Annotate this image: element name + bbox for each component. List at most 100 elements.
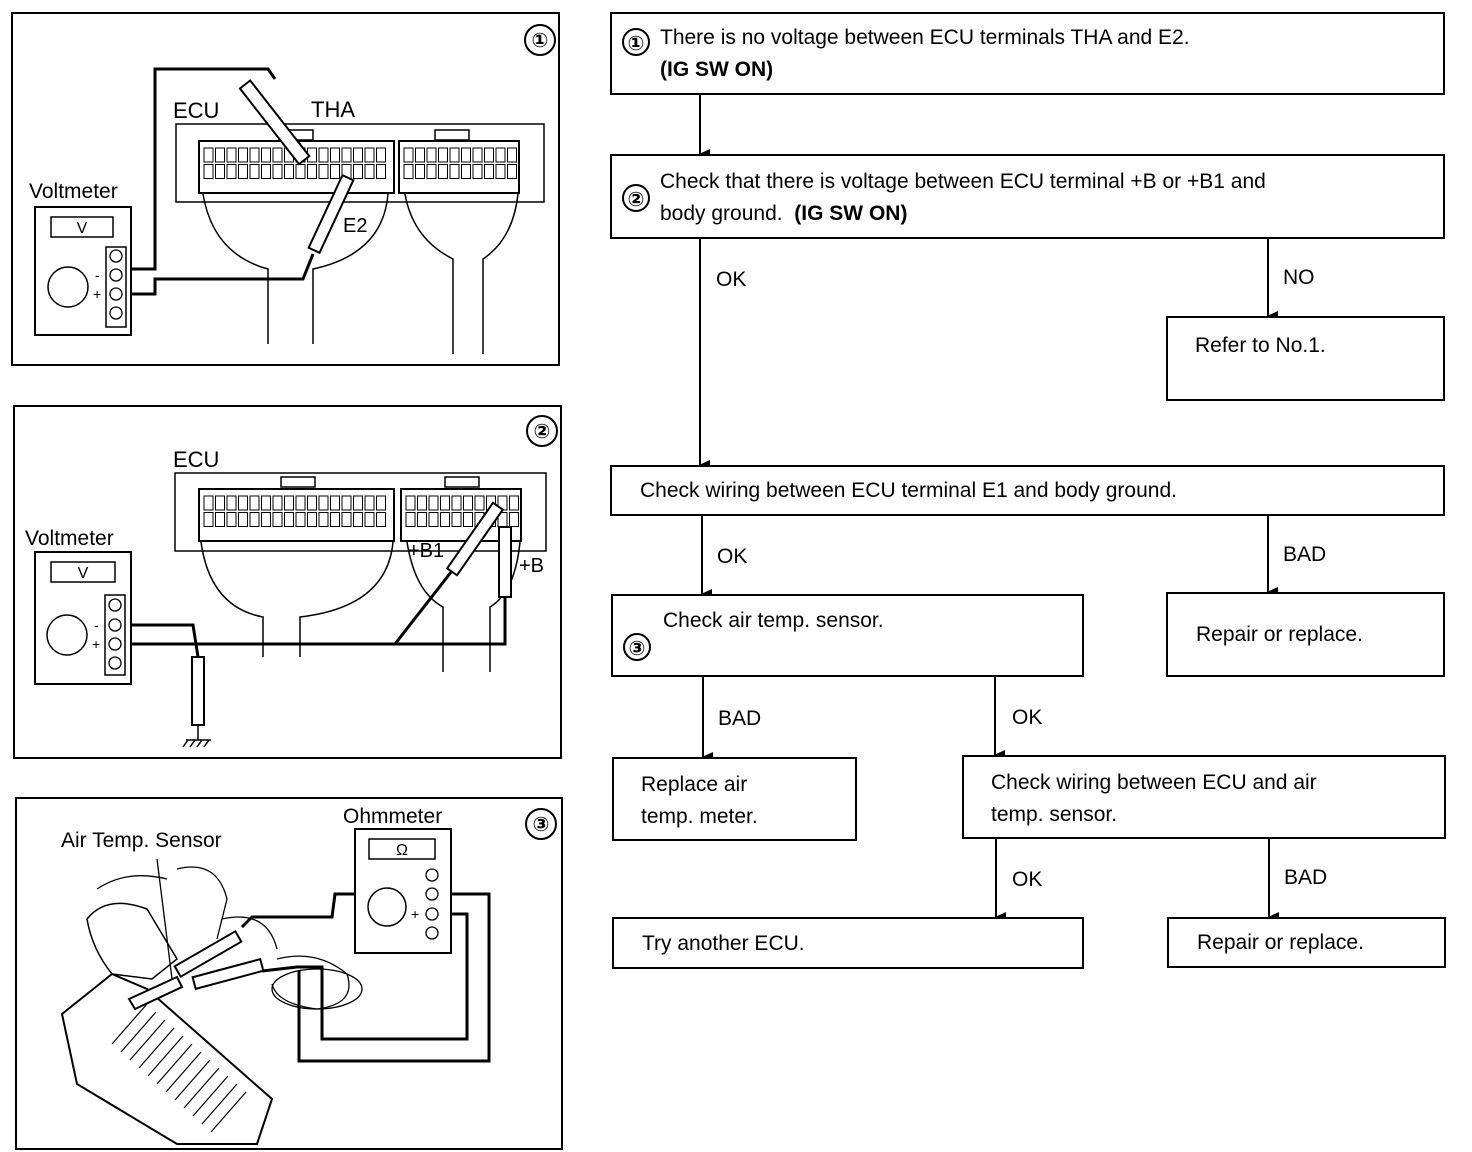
panel-number: ③ xyxy=(533,814,550,836)
ohmmeter-display xyxy=(368,838,436,860)
ohmmeter-label: Ohmmeter xyxy=(343,805,442,828)
housing-rib xyxy=(138,1027,175,1069)
connector-pin xyxy=(451,495,462,511)
voltmeter-unit: V xyxy=(77,220,88,237)
connector-pin xyxy=(261,495,271,511)
voltmeter-dial xyxy=(47,266,89,308)
no-label-1: NO xyxy=(1283,266,1315,289)
ecu-connector-right xyxy=(398,140,520,194)
sensor-leader-line xyxy=(156,858,173,980)
connector-pin xyxy=(284,495,294,511)
connector-pin xyxy=(353,512,363,527)
connector-pin xyxy=(376,495,386,511)
step1-text: There is no voltage between ECU terminal… xyxy=(660,26,1190,49)
connector-pin xyxy=(405,495,416,511)
panel-number-circle xyxy=(525,808,557,840)
connector-pin xyxy=(307,512,317,527)
connector-pin xyxy=(463,512,473,527)
ok-label-4: OK xyxy=(1012,868,1043,891)
refer-box: Refer to No.1. xyxy=(1166,316,1445,401)
probe-wire-b xyxy=(395,597,507,646)
connector-pin xyxy=(509,495,519,511)
ohmmeter-probe-2 xyxy=(191,957,265,991)
connector-pin xyxy=(215,495,225,511)
step2-text: Check that there is voltage between ECU … xyxy=(660,170,1266,193)
probe-wire-2 xyxy=(261,912,469,1041)
connector-pin xyxy=(330,495,340,511)
housing-rib xyxy=(147,1035,184,1077)
probe-e2 xyxy=(307,173,355,255)
connector-pin xyxy=(428,495,439,511)
connector-pin xyxy=(353,147,363,163)
connector-pin xyxy=(261,147,271,163)
voltmeter-b-b1-illustration: ② ECU Voltmeter +B1 +B V - + xyxy=(25,415,558,748)
housing-rib xyxy=(111,1003,148,1045)
panel-number-circle xyxy=(526,415,558,447)
connector-pin xyxy=(472,164,483,179)
connector-pin xyxy=(226,495,237,511)
connector-pin xyxy=(341,495,352,511)
svg-text:+: + xyxy=(93,286,101,302)
ohmmeter-probe-1 xyxy=(173,929,243,979)
repair-text-2: Repair or replace. xyxy=(1197,931,1364,954)
connector-pin xyxy=(226,512,237,527)
bad-label-4: BAD xyxy=(1284,866,1328,889)
connector-pin xyxy=(451,512,462,527)
step3-text: Check air temp. sensor. xyxy=(663,609,884,632)
step2-text-cont: body ground. xyxy=(660,202,783,225)
connector-pin xyxy=(472,147,483,163)
housing-rib xyxy=(192,1075,229,1117)
plus-terminal xyxy=(108,637,122,651)
connector-pin xyxy=(226,164,237,179)
connector-pin xyxy=(495,164,506,179)
b1-label: +B1 xyxy=(408,540,444,562)
connector-pin xyxy=(330,147,340,163)
connector-pin xyxy=(295,512,306,527)
connector-pin xyxy=(417,495,427,511)
step1-box: ① There is no voltage between ECU termin… xyxy=(610,12,1445,95)
connector-pin xyxy=(261,512,271,527)
air-temp-sensor xyxy=(127,975,184,1011)
connector-pin xyxy=(284,512,294,527)
refer-text: Refer to No.1. xyxy=(1195,334,1326,357)
ground-probe-wire xyxy=(120,623,200,658)
bad-label-2: BAD xyxy=(1283,543,1327,566)
connector-pin xyxy=(215,147,225,163)
connector-pin xyxy=(272,512,283,527)
step2-box: ② Check that there is voltage between EC… xyxy=(610,154,1445,239)
voltmeter-tha-e2-illustration: ① ECU THA E2 Voltmeter V - + xyxy=(29,24,556,354)
connector-pin xyxy=(364,147,375,163)
voltmeter-display xyxy=(50,216,114,238)
repair-box-1: Repair or replace. xyxy=(1166,592,1445,677)
connector-pin xyxy=(330,164,340,179)
connector-pin xyxy=(509,512,519,527)
housing-ribs xyxy=(111,1003,247,1133)
connector-pin xyxy=(215,164,225,179)
connector-pin xyxy=(426,164,437,179)
probe-wire-black xyxy=(113,253,315,296)
plus-terminal xyxy=(425,907,439,921)
connector-pin xyxy=(484,164,494,179)
connector-pin xyxy=(284,164,294,179)
connector-pin xyxy=(353,164,363,179)
b-label: +B xyxy=(519,555,544,577)
connector-pin xyxy=(203,147,214,163)
connector-pin xyxy=(376,512,386,527)
air-temp-sensor-label: Air Temp. Sensor xyxy=(61,829,222,852)
connector-pin xyxy=(495,147,506,163)
minus-terminal xyxy=(108,618,122,632)
illustration-panel-1: ① ECU THA E2 Voltmeter V - + xyxy=(11,12,560,366)
connector-pin xyxy=(318,164,329,179)
connector-pin xyxy=(417,512,427,527)
connector-pin xyxy=(238,147,248,163)
ground-symbol xyxy=(182,725,211,748)
connector-pin xyxy=(415,147,425,163)
minus-terminal xyxy=(109,268,123,282)
connector-pin xyxy=(249,512,260,527)
connector-pin xyxy=(261,164,271,179)
step3-box: ③ Check air temp. sensor. xyxy=(611,594,1084,677)
ohmmeter-dial xyxy=(367,887,407,927)
connector-pin xyxy=(203,512,214,527)
connector-pin xyxy=(318,512,329,527)
